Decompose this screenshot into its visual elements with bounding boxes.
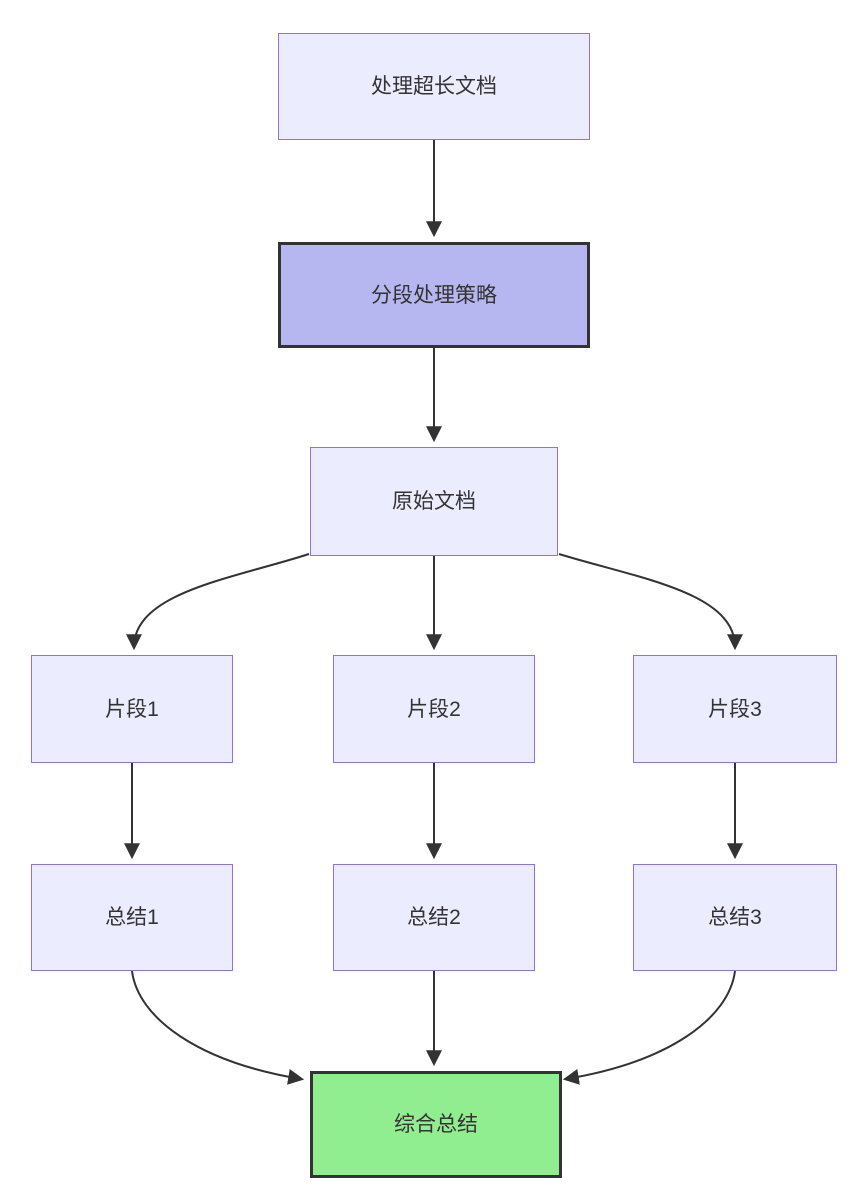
edge-original-to-fragment-1 [126,553,310,651]
node-fragment-3: 片段3 [633,655,837,763]
edge-original-to-fragment-3 [558,553,743,651]
edge-summary-1-to-final [131,970,305,1085]
node-summary-3: 总结3 [633,864,837,971]
node-process-long-document: 处理超长文档 [278,33,590,140]
edge-summary-3-to-final [562,970,736,1085]
node-segmentation-strategy: 分段处理策略 [278,242,590,348]
node-final-summary: 综合总结 [310,1071,562,1178]
node-summary-1: 总结1 [31,864,233,971]
node-fragment-1: 片段1 [31,655,233,763]
node-summary-2: 总结2 [333,864,535,971]
node-original-document: 原始文档 [310,447,558,556]
node-fragment-2: 片段2 [333,655,535,763]
